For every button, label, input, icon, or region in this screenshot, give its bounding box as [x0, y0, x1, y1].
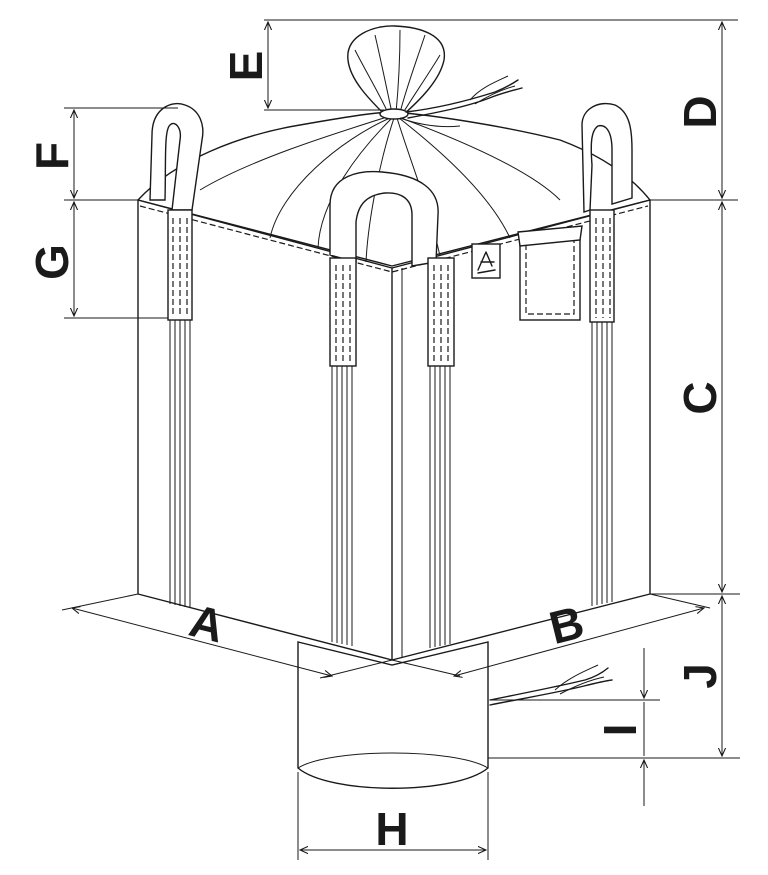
dim-line-b	[454, 608, 704, 676]
spout-tie	[379, 108, 409, 120]
dimension-lines	[61, 19, 740, 860]
discharge-spout-rim	[297, 752, 489, 769]
label-g: G	[26, 244, 78, 280]
label-d: D	[674, 95, 726, 128]
strap-front-right-lines	[429, 366, 451, 648]
label-f: F	[26, 142, 78, 170]
strap-front-left-lines	[331, 366, 353, 646]
discharge-spout-body	[297, 641, 489, 789]
discharge-spout	[297, 641, 613, 789]
lifting-loops	[149, 102, 633, 267]
loop-left	[149, 103, 204, 211]
strap-right-lines	[591, 322, 613, 606]
strap-left-lines	[169, 320, 191, 608]
logo-label	[471, 243, 501, 279]
top-spout	[347, 25, 523, 128]
dim-line-a	[72, 608, 332, 676]
logo-mark-icon	[477, 251, 496, 274]
labels	[471, 225, 583, 321]
label-e: E	[220, 51, 272, 82]
document-pocket	[519, 231, 581, 321]
label-h: H	[375, 803, 408, 855]
label-b: B	[544, 596, 589, 654]
dimension-labels: A B C D E F G H I J	[26, 51, 726, 855]
loop-front	[329, 170, 439, 267]
corner-straps	[167, 209, 615, 648]
label-a: A	[185, 594, 230, 652]
pocket-flap	[517, 225, 583, 247]
label-i: I	[594, 724, 646, 737]
label-c: C	[674, 381, 726, 414]
loop-right	[581, 102, 633, 213]
label-j: J	[674, 663, 726, 689]
spout-cord	[405, 79, 519, 113]
top-edge	[137, 199, 651, 267]
